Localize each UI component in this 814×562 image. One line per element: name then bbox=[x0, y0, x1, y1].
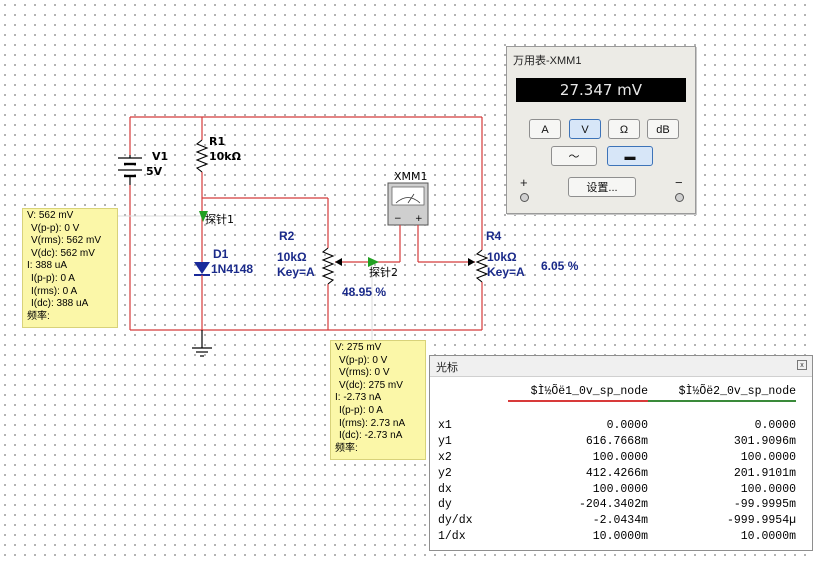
probe2-line: I: -2.73 nA bbox=[335, 392, 382, 404]
potentiometer-r2[interactable] bbox=[321, 247, 342, 285]
probe1-line: I: 388 uA bbox=[27, 260, 68, 272]
v1-value: 5V bbox=[146, 165, 163, 178]
probe2-line: V(p-p): 0 V bbox=[339, 354, 388, 366]
column-header-probe1: $Ì½Õë1_0v_sp_node bbox=[508, 378, 648, 402]
probe1-line: V(rms): 562 mV bbox=[31, 235, 102, 247]
cursor-panel[interactable]: 光标 x $Ì½Õë1_0v_sp_node $Ì½Õë2_0v_sp_node… bbox=[429, 355, 813, 551]
probe2-readout: V: 275 mV V(p-p): 0 V V(rms): 0 V V(dc):… bbox=[330, 340, 426, 460]
probe2-line: I(dc): -2.73 nA bbox=[339, 430, 403, 442]
positive-terminal-label: + bbox=[520, 175, 528, 190]
probe2-line: V(dc): 275 mV bbox=[339, 379, 403, 391]
mode-button-ohm[interactable]: Ω bbox=[608, 119, 640, 139]
r2-percent: 48.95 % bbox=[342, 285, 386, 299]
mode-button-volt[interactable]: V bbox=[569, 119, 601, 139]
probe2-line: I(rms): 2.73 nA bbox=[339, 417, 406, 429]
mode-button-ampere[interactable]: A bbox=[529, 119, 561, 139]
ac-mode-button[interactable]: 〜 bbox=[551, 146, 597, 166]
settings-button[interactable]: 设置... bbox=[568, 177, 636, 197]
multimeter-title: 万用表-XMM1 bbox=[513, 55, 582, 67]
ac-wave-icon: 〜 bbox=[568, 151, 580, 163]
probe1-line: I(p-p): 0 A bbox=[31, 272, 75, 284]
battery-v1[interactable] bbox=[118, 155, 142, 185]
r2-name: R2 bbox=[279, 229, 295, 243]
probe1-readout: V: 562 mV V(p-p): 0 V V(rms): 562 mV V(d… bbox=[22, 208, 118, 328]
ground-symbol bbox=[192, 330, 212, 357]
probe2-line: 频率: bbox=[335, 442, 358, 454]
v1-name: V1 bbox=[152, 150, 168, 163]
table-row: dy/dx-2.0434m-999.9954µ bbox=[438, 514, 796, 528]
probe1-line: V: 562 mV bbox=[27, 210, 74, 221]
negative-terminal-label: − bbox=[675, 175, 683, 190]
r2-value: 10kΩ bbox=[277, 250, 307, 264]
d1-value: 1N4148 bbox=[211, 262, 253, 276]
probe2-line: I(p-p): 0 A bbox=[339, 404, 383, 416]
d1-name: D1 bbox=[213, 247, 229, 261]
probe2-line: V: 275 mV bbox=[335, 342, 382, 353]
r2-key: Key=A bbox=[277, 265, 315, 279]
diode-d1[interactable] bbox=[194, 255, 210, 277]
positive-jack-icon[interactable] bbox=[520, 193, 529, 202]
multimeter-symbol[interactable]: − + bbox=[387, 182, 429, 230]
r4-percent: 6.05 % bbox=[541, 259, 579, 273]
probe1-arrow-icon[interactable] bbox=[199, 211, 208, 222]
column-header-probe2: $Ì½Õë2_0v_sp_node bbox=[648, 378, 796, 402]
negative-jack-icon[interactable] bbox=[675, 193, 684, 202]
probe1-line: I(dc): 388 uA bbox=[31, 298, 89, 310]
svg-text:−: − bbox=[394, 214, 402, 224]
probe1-line: I(rms): 0 A bbox=[31, 285, 78, 297]
table-row: dy-204.3402m-99.9995m bbox=[438, 498, 796, 512]
xmm-label: XMM1 bbox=[394, 170, 428, 183]
r1-name: R1 bbox=[209, 135, 225, 148]
r4-value: 10kΩ bbox=[487, 250, 517, 264]
cursor-panel-header: 光标 x bbox=[430, 356, 812, 377]
potentiometer-r4[interactable] bbox=[468, 249, 489, 283]
mode-button-db[interactable]: dB bbox=[647, 119, 679, 139]
r1-value: 10kΩ bbox=[209, 150, 242, 163]
multimeter-window[interactable]: 万用表-XMM1 27.347 mV A V Ω dB 〜 ▬ + − 设置..… bbox=[506, 46, 696, 214]
svg-text:+: + bbox=[415, 214, 423, 224]
r4-key: Key=A bbox=[487, 265, 525, 279]
close-icon[interactable]: x bbox=[797, 360, 807, 370]
probe2-label: 探针2 bbox=[369, 265, 398, 279]
wires bbox=[129, 116, 483, 331]
probe1-line: 频率: bbox=[27, 310, 50, 322]
probe1-line: V(p-p): 0 V bbox=[31, 222, 80, 234]
r4-name: R4 bbox=[486, 229, 502, 243]
resistor-r1[interactable] bbox=[195, 139, 209, 173]
dc-line-icon: ▬ bbox=[624, 151, 636, 163]
multimeter-display: 27.347 mV bbox=[516, 78, 686, 102]
probe2-arrow-icon[interactable] bbox=[368, 257, 379, 267]
probe1-line: V(dc): 562 mV bbox=[31, 247, 95, 259]
cursor-panel-title: 光标 bbox=[436, 362, 458, 374]
dc-mode-button[interactable]: ▬ bbox=[607, 146, 653, 166]
probe2-line: V(rms): 0 V bbox=[339, 367, 390, 379]
probe1-label: 探针1 bbox=[205, 212, 234, 226]
